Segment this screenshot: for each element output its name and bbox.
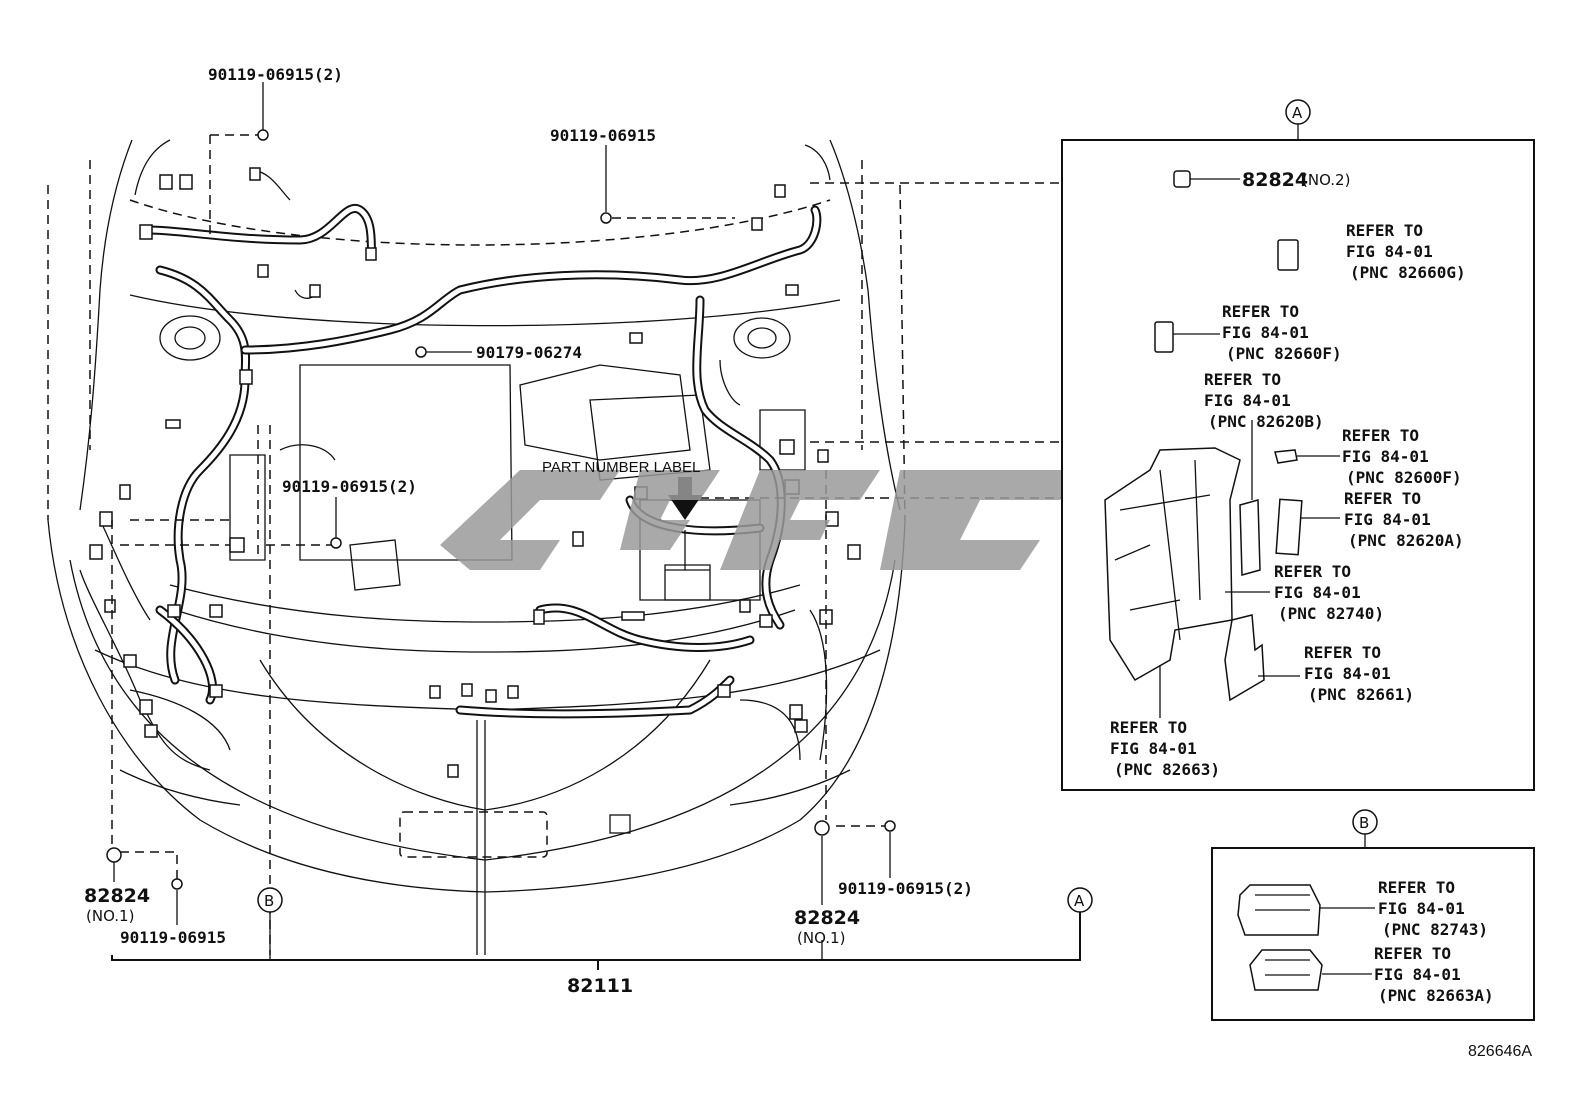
box-a: A [1061, 99, 1535, 791]
box-b: B [1211, 809, 1535, 1021]
label-bolt-bottom-right: 90119-06915(2) [838, 879, 973, 898]
box-a-ref-4: REFER TO FIG 84-01 (PNC 82600F) [1342, 426, 1462, 487]
bottom-markers [257, 887, 1093, 913]
label-ref-b-bottom: B [264, 892, 274, 910]
svg-text:FIG 84-01: FIG 84-01 [1222, 323, 1309, 342]
label-bolt-left-mid: 90119-06915(2) [282, 477, 417, 496]
label-clamp-right-note: (NO.1) [797, 929, 845, 947]
box-a-marker: A [1292, 104, 1303, 122]
box-a-ref-3: REFER TO FIG 84-01 (PNC 82620B) [1204, 370, 1324, 431]
box-a-ref-1: REFER TO FIG 84-01 (PNC 82660G) [1346, 221, 1466, 282]
box-b-ref-1: REFER TO FIG 84-01 (PNC 82743) [1378, 878, 1488, 939]
box-b-ref-2: REFER TO FIG 84-01 (PNC 82663A) [1374, 944, 1494, 1005]
svg-text:(PNC 82661): (PNC 82661) [1308, 685, 1414, 704]
box-a-item-top-num: 82824 [1242, 169, 1308, 191]
label-clamp-left-note: (NO.1) [86, 907, 134, 925]
svg-text:FIG 84-01: FIG 84-01 [1274, 583, 1361, 602]
svg-text:(PNC 82663A): (PNC 82663A) [1378, 986, 1494, 1005]
box-a-ref-5: REFER TO FIG 84-01 (PNC 82620A) [1344, 489, 1464, 550]
svg-text:REFER TO: REFER TO [1304, 643, 1381, 662]
svg-text:REFER TO: REFER TO [1344, 489, 1421, 508]
label-bolt-bottom-left: 90119-06915 [120, 928, 226, 947]
svg-text:REFER TO: REFER TO [1222, 302, 1299, 321]
svg-text:(PNC 82743): (PNC 82743) [1382, 920, 1488, 939]
svg-text:REFER TO: REFER TO [1346, 221, 1423, 240]
svg-text:FIG 84-01: FIG 84-01 [1344, 510, 1431, 529]
bolts [106, 129, 896, 890]
label-bolt-top-center: 90119-06915 [550, 126, 656, 145]
svg-text:FIG 84-01: FIG 84-01 [1304, 664, 1391, 683]
box-b-marker: B [1359, 814, 1369, 832]
box-a-item-top-note: (NO.2) [1302, 171, 1350, 189]
watermark-logo [440, 470, 1080, 570]
svg-text:FIG 84-01: FIG 84-01 [1378, 899, 1465, 918]
svg-text:FIG 84-01: FIG 84-01 [1342, 447, 1429, 466]
label-clamp-left-num: 82824 [84, 885, 150, 907]
svg-text:(PNC 82660G): (PNC 82660G) [1350, 263, 1466, 282]
label-ref-a-bottom: A [1074, 892, 1085, 910]
svg-text:REFER TO: REFER TO [1378, 878, 1455, 897]
label-clamp-right-num: 82824 [794, 907, 860, 929]
label-bolt-mid: 90179-06274 [476, 343, 582, 362]
label-bolt-top-left: 90119-06915(2) [208, 65, 343, 84]
svg-text:(PNC 82660F): (PNC 82660F) [1226, 344, 1342, 363]
leader-lines [111, 82, 1081, 970]
svg-text:FIG 84-01: FIG 84-01 [1110, 739, 1197, 758]
connectors [89, 167, 861, 778]
svg-text:(PNC 82740): (PNC 82740) [1278, 604, 1384, 623]
label-part-number-label: PART NUMBER LABEL [542, 459, 700, 476]
svg-text:FIG 84-01: FIG 84-01 [1374, 965, 1461, 984]
svg-text:REFER TO: REFER TO [1204, 370, 1281, 389]
svg-text:FIG 84-01: FIG 84-01 [1204, 391, 1291, 410]
box-a-ref-7: REFER TO FIG 84-01 (PNC 82661) [1304, 643, 1414, 704]
box-a-ref-6: REFER TO FIG 84-01 (PNC 82740) [1274, 562, 1384, 623]
svg-text:(PNC 82600F): (PNC 82600F) [1346, 468, 1462, 487]
label-harness-main: 82111 [567, 975, 633, 997]
svg-text:REFER TO: REFER TO [1374, 944, 1451, 963]
svg-text:(PNC 82620A): (PNC 82620A) [1348, 531, 1464, 550]
label-drawing-code: 826646A [1468, 1043, 1532, 1060]
box-a-ref-8: REFER TO FIG 84-01 (PNC 82663) [1110, 718, 1220, 779]
svg-text:REFER TO: REFER TO [1110, 718, 1187, 737]
svg-text:REFER TO: REFER TO [1274, 562, 1351, 581]
svg-text:(PNC 82663): (PNC 82663) [1114, 760, 1220, 779]
svg-text:FIG 84-01: FIG 84-01 [1346, 242, 1433, 261]
svg-text:REFER TO: REFER TO [1342, 426, 1419, 445]
box-a-ref-2: REFER TO FIG 84-01 (PNC 82660F) [1222, 302, 1342, 363]
svg-text:(PNC 82620B): (PNC 82620B) [1208, 412, 1324, 431]
